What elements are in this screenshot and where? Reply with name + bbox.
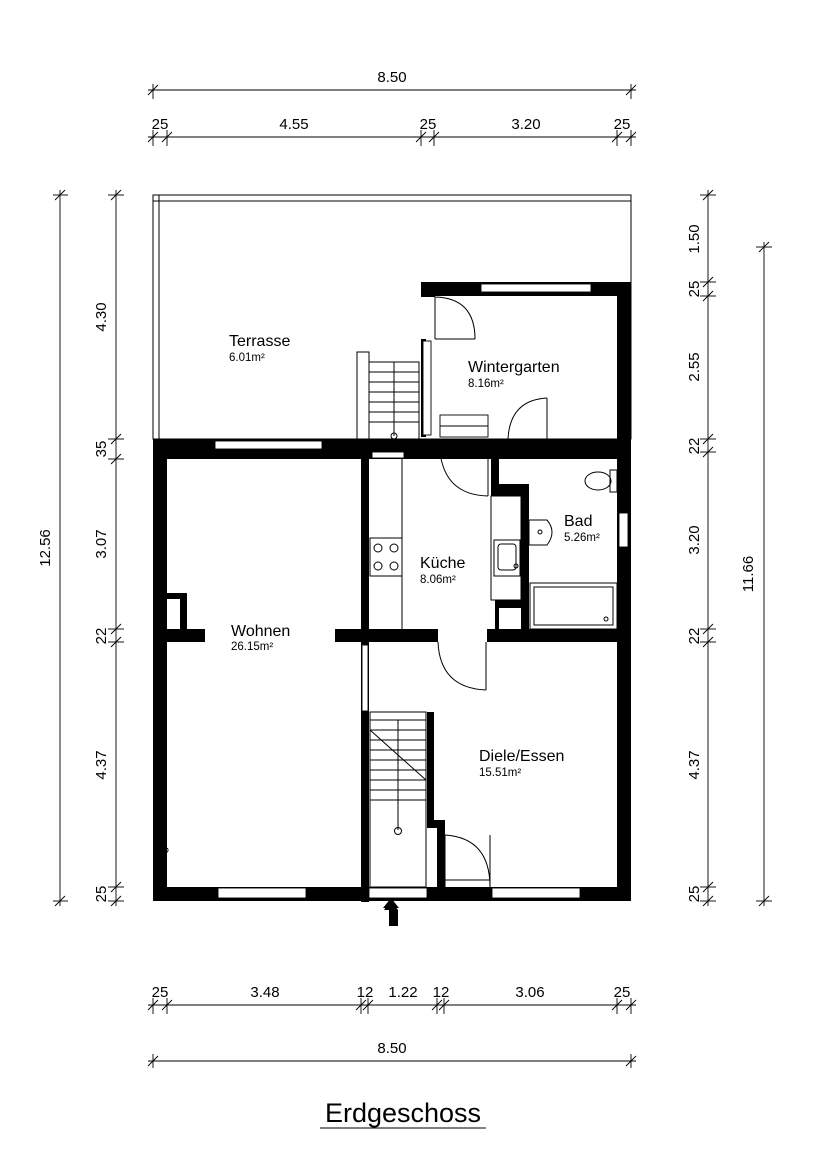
plan-title: Erdgeschoss bbox=[325, 1098, 481, 1128]
dimension-labels: 8.50 25 4.55 25 3.20 25 25 3.48 12 1.22 … bbox=[37, 69, 757, 1057]
left-dim-1: 4.30 bbox=[93, 302, 110, 331]
room-area-diele-essen: 15.51m² bbox=[479, 767, 521, 779]
right-dim-2: 25 bbox=[686, 281, 703, 298]
room-name-diele-essen: Diele/Essen bbox=[479, 748, 564, 765]
right-dim-3: 2.55 bbox=[686, 352, 703, 381]
right-dim-8: 25 bbox=[686, 886, 703, 903]
bottom-dim-6: 3.06 bbox=[515, 984, 544, 1001]
kitchen-fixtures bbox=[369, 459, 522, 629]
bottom-dim-5: 12 bbox=[433, 984, 450, 1001]
left-dim-4: 22 bbox=[93, 628, 110, 645]
right-dim-1: 1.50 bbox=[686, 224, 703, 253]
room-area-terrasse: 6.01m² bbox=[229, 352, 265, 364]
bottom-dim-4: 1.22 bbox=[388, 984, 417, 1001]
top-dim-5: 25 bbox=[614, 116, 631, 133]
right-dim-5: 3.20 bbox=[686, 525, 703, 554]
room-name-wintergarten: Wintergarten bbox=[468, 359, 560, 376]
top-dim-3: 25 bbox=[420, 116, 437, 133]
windows bbox=[214, 283, 629, 899]
left-dim-6: 25 bbox=[93, 886, 110, 903]
top-total-dim: 8.50 bbox=[377, 69, 406, 86]
room-name-terrasse: Terrasse bbox=[229, 333, 290, 350]
left-total-dim: 12.56 bbox=[37, 529, 54, 567]
left-dim-3: 3.07 bbox=[93, 529, 110, 558]
bottom-dim-3: 12 bbox=[357, 984, 374, 1001]
room-area-wintergarten: 8.16m² bbox=[468, 378, 504, 390]
doors bbox=[368, 296, 548, 926]
left-dim-2: 35 bbox=[93, 441, 110, 458]
dimension-lines bbox=[53, 84, 772, 1068]
right-dim-4: 22 bbox=[686, 438, 703, 455]
top-dim-1: 25 bbox=[152, 116, 169, 133]
right-dim-7: 4.37 bbox=[686, 750, 703, 779]
right-dim-6: 22 bbox=[686, 628, 703, 645]
room-area-bad: 5.26m² bbox=[564, 532, 600, 544]
room-labels: Terrasse 6.01m² Wintergarten 8.16m² Bad … bbox=[229, 333, 600, 779]
room-area-wohnen: 26.15m² bbox=[231, 641, 273, 653]
bottom-dim-1: 25 bbox=[152, 984, 169, 1001]
stairs bbox=[356, 351, 427, 888]
room-area-kueche: 8.06m² bbox=[420, 574, 456, 586]
top-dim-2: 4.55 bbox=[279, 116, 308, 133]
room-name-bad: Bad bbox=[564, 513, 592, 530]
left-dim-5: 4.37 bbox=[93, 750, 110, 779]
top-dim-4: 3.20 bbox=[511, 116, 540, 133]
room-name-kueche: Küche bbox=[420, 555, 465, 572]
watermark-text: www.grundriss.com bbox=[155, 778, 169, 883]
room-name-wohnen: Wohnen bbox=[231, 623, 290, 640]
bottom-total-dim: 8.50 bbox=[377, 1040, 406, 1057]
bottom-dim-2: 3.48 bbox=[250, 984, 279, 1001]
right-total-dim: 11.66 bbox=[740, 556, 757, 592]
bottom-dim-7: 25 bbox=[614, 984, 631, 1001]
bathroom-fixtures bbox=[528, 469, 618, 630]
